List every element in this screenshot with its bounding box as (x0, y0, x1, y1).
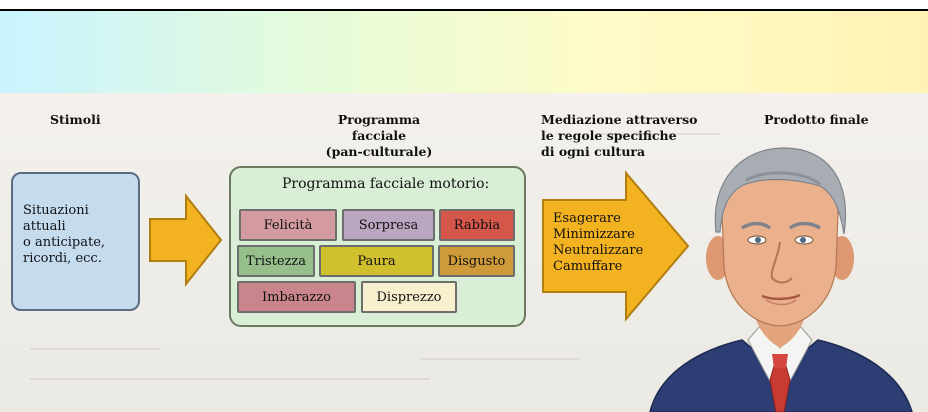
header-programma-line2: (pan-culturale) (325, 144, 433, 159)
emotion-sorpresa: Sorpresa (342, 209, 435, 241)
stimoli-text: Situazioni attuali o anticipate, ricordi… (23, 203, 106, 266)
mediation-rules-text: Esagerare Minimizzare Neutralizzare Camu… (553, 211, 644, 274)
mediation-arrow-icon (542, 170, 690, 322)
slide-banner (0, 11, 928, 93)
emotion-disgusto: Disgusto (438, 245, 515, 277)
emotion-rabbia: Rabbia (439, 209, 515, 241)
header-programma: Programma facciale (pan-culturale) (313, 112, 445, 160)
emotion-felicita: Felicità (239, 209, 337, 241)
header-programma-line1: Programma facciale (337, 112, 421, 143)
portrait-face-icon (649, 147, 913, 412)
emotion-disprezzo: Disprezzo (361, 281, 457, 313)
stimoli-box (11, 172, 140, 311)
header-mediazione: Mediazione attraverso le regole specific… (541, 112, 697, 160)
emotion-paura: Paura (319, 245, 434, 277)
header-mediazione-line2: le regole specifiche (541, 128, 677, 143)
header-prodotto: Prodotto finale (764, 112, 869, 127)
emotion-tristezza: Tristezza (237, 245, 315, 277)
programma-title: Programma facciale motorio: (282, 176, 490, 192)
header-mediazione-line3: di ogni cultura (541, 144, 646, 159)
arrow-right-icon (149, 193, 223, 287)
top-rule (0, 9, 928, 11)
header-mediazione-line1: Mediazione attraverso (541, 112, 698, 127)
emotion-imbarazzo: Imbarazzo (237, 281, 356, 313)
header-stimoli: Stimoli (50, 112, 101, 127)
